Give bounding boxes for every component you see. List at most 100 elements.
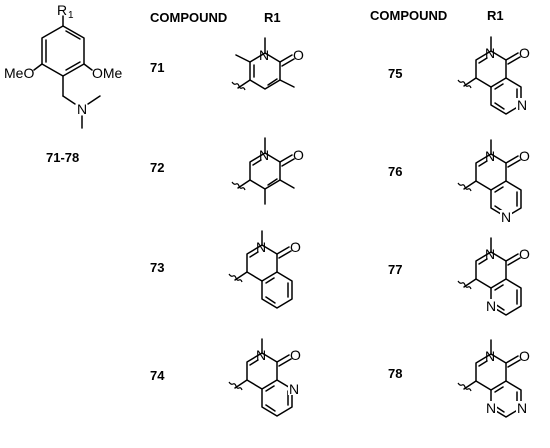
header-r1-right: R1 [487,8,504,23]
compound-71: 71 N O [150,37,304,91]
label-mask [516,98,528,112]
attachment-wavy-line [457,182,472,192]
attachment-wavy-line [457,280,472,290]
compound-73: 73 N O [150,230,301,309]
double-bond [494,186,504,193]
double-bond [265,385,275,392]
attachment-wavy-line [228,381,243,391]
nitrogen-atom: N [289,381,299,397]
oxygen-atom: O [519,348,530,364]
double-bond [478,360,488,367]
oxygen-atom: O [519,45,530,61]
attachment-bond [234,271,248,281]
double-bond [265,404,276,412]
nitrogen-atom: N [485,348,495,364]
fused-benzene-ring [261,271,293,309]
oxygen-atom: O [293,47,304,63]
header-r1-left: R1 [264,10,281,25]
compound-id: 74 [150,368,165,383]
attachment-wavy-line [457,382,472,392]
nitrogen-atom: N [485,246,495,262]
core-structure: R 1 MeO OMe N 71-78 [4,2,123,165]
compound-74: 74 N O N [150,338,301,417]
core-compound-label: 71-78 [46,150,79,165]
double-bond [265,296,276,304]
double-bond [267,78,278,86]
core-meo-label: MeO [4,65,34,81]
nitrogen-atom: N [517,400,527,416]
double-bond [478,258,488,265]
compound-77: 77 N O N [388,237,530,316]
compound-id: 76 [388,164,402,179]
core-n-label: N [77,101,87,117]
nitrogen-atom: N [256,347,266,363]
carbonyl-bond [276,246,290,255]
attachment-bond [237,79,251,89]
nitrogen-atom: N [486,400,496,416]
carbonyl-bond [505,253,519,262]
attachment-wavy-line [231,181,246,191]
compound-76: 76 N O N [388,139,530,225]
core-ome-right-bond [83,63,93,71]
core-double-bond [65,61,81,71]
attachment-bond [237,179,251,189]
compound-id: 73 [150,260,164,275]
carbonyl-bond [281,158,295,167]
double-bond [494,83,504,90]
carbonyl-bond [505,155,519,164]
oxygen-atom: O [519,246,530,262]
compound-78: 78 N O N N [388,339,530,418]
nitrogen-atom: N [259,47,269,63]
core-r-subscript: 1 [68,10,74,21]
core-double-bond [65,30,81,40]
label-mask [485,299,497,313]
core-r-label: R [57,2,67,18]
methyl-bond [279,179,295,189]
compound-72: 72 N O [150,137,304,205]
double-bond [478,160,488,167]
label-mask [500,210,512,224]
attachment-bond [463,180,477,190]
nitrogen-atom: N [485,148,495,164]
carbonyl-bond [276,354,290,363]
carbonyl-bond [281,58,295,67]
compound-id: 72 [150,160,164,175]
carbonyl-bond [507,159,521,168]
attachment-wavy-line [228,273,243,283]
nitrogen-atom: N [486,298,496,314]
fused-pyridine-ring [490,180,522,218]
carbonyl-bond [279,54,293,63]
attachment-wavy-line [231,81,246,91]
double-bond [249,359,259,366]
double-bond [494,386,504,393]
oxygen-atom: O [290,239,301,255]
attachment-bond [463,77,477,87]
double-bond [494,102,505,110]
nitrogen-atom: N [256,239,266,255]
compound-75: 75 N O N [388,36,530,115]
double-bond [249,251,259,258]
label-mask [516,401,528,415]
double-bond [494,284,504,291]
carbonyl-bond [507,257,521,266]
carbonyl-bond [505,355,519,364]
carbonyl-bond [507,56,521,65]
header-compound-right: COMPOUND [370,8,447,23]
double-bond [267,178,278,186]
double-bond [478,57,488,64]
core-ome-left-bond [33,63,43,71]
attachment-bond [463,380,477,390]
core-ome-label: OMe [92,65,123,81]
oxygen-atom: O [519,148,530,164]
oxygen-atom: O [293,147,304,163]
label-mask [485,401,497,415]
attachment-bond [234,379,248,389]
double-bond [252,159,262,166]
methyl-bond [235,54,251,63]
methyl-bond [279,79,295,88]
carbonyl-bond [278,250,292,259]
fused-pyridine-ring [490,77,522,115]
core-nme-bond [87,95,101,105]
